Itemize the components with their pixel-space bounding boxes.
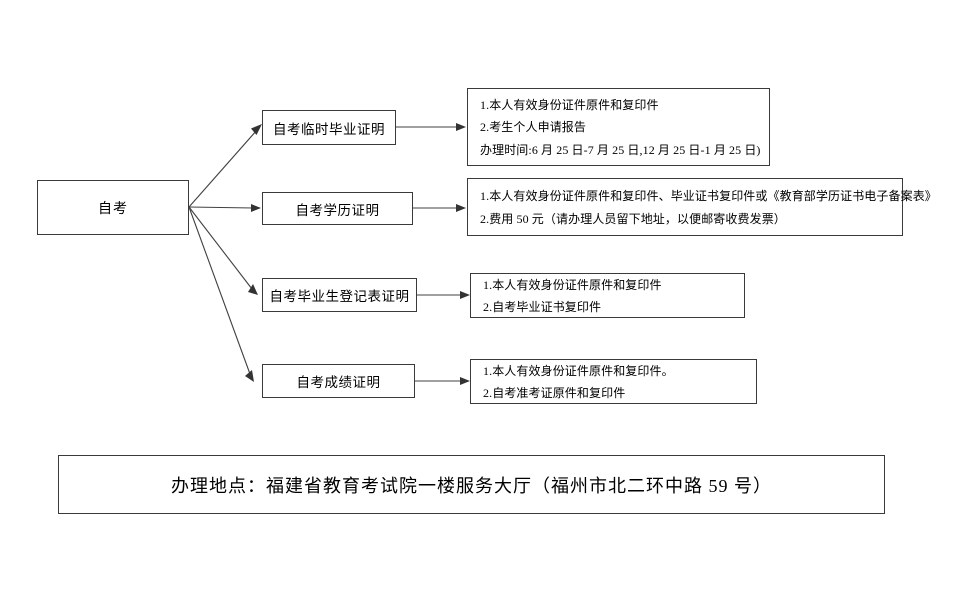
- footer-text: 办理地点：福建省教育考试院一楼服务大厅（福州市北二环中路 59 号）: [171, 475, 772, 496]
- detail-line: 办理时间:6 月 25 日-7 月 25 日,12 月 25 日-1 月 25 …: [480, 142, 761, 157]
- detail-arrowhead-2: [456, 204, 466, 212]
- branch-label-4-text: 自考成绩证明: [296, 375, 381, 390]
- branch-label-1[interactable]: 自考临时毕业证明: [262, 110, 396, 145]
- detail-line: 2.自考准考证原件和复印件: [483, 386, 626, 400]
- branch-label-2[interactable]: 自考学历证明: [262, 192, 413, 225]
- fanout-line-1: [188, 129, 258, 208]
- detail-line: 2.费用 50 元（请办理人员留下地址，以便邮寄收费发票）: [480, 211, 786, 226]
- branch-detail-1: 1.本人有效身份证件原件和复印件 2.考生个人申请报告 办理时间:6 月 25 …: [467, 88, 770, 166]
- branch-label-3[interactable]: 自考毕业生登记表证明: [262, 278, 417, 312]
- root-node[interactable]: 自考: [37, 180, 189, 235]
- fanout-line-4: [188, 206, 251, 375]
- detail-line: 2.考生个人申请报告: [480, 120, 587, 135]
- fanout-arrowhead-2: [251, 204, 261, 212]
- detail-arrowhead-3: [460, 291, 470, 299]
- branch-label-4[interactable]: 自考成绩证明: [262, 364, 415, 398]
- branch-detail-4: 1.本人有效身份证件原件和复印件。 2.自考准考证原件和复印件: [470, 359, 757, 404]
- branch-label-1-text: 自考临时毕业证明: [273, 121, 385, 137]
- footer-box: 办理地点：福建省教育考试院一楼服务大厅（福州市北二环中路 59 号）: [58, 455, 885, 514]
- branch-detail-3: 1.本人有效身份证件原件和复印件 2.自考毕业证书复印件: [470, 273, 745, 318]
- fanout-arrowhead-4: [245, 370, 254, 382]
- fanout-arrowhead-1: [251, 124, 262, 135]
- detail-arrows: [396, 123, 470, 385]
- branch-detail-2: 1.本人有效身份证件原件和复印件、毕业证书复印件或《教育部学历证书电子备案表》 …: [467, 178, 937, 236]
- detail-line: 1.本人有效身份证件原件和复印件: [480, 98, 659, 113]
- branch-label-3-text: 自考毕业生登记表证明: [269, 289, 410, 304]
- detail-line: 1.本人有效身份证件原件和复印件。: [483, 363, 674, 378]
- detail-line: 2.自考毕业证书复印件: [483, 300, 602, 314]
- fanout-arrowhead-3: [248, 284, 258, 295]
- detail-line: 1.本人有效身份证件原件和复印件、毕业证书复印件或《教育部学历证书电子备案表》: [480, 189, 937, 204]
- root-node-label: 自考: [98, 201, 128, 217]
- branch-label-2-text: 自考学历证明: [295, 202, 380, 218]
- detail-arrowhead-1: [456, 123, 466, 131]
- fanout-line-2: [188, 206, 254, 209]
- detail-line: 1.本人有效身份证件原件和复印件: [483, 277, 662, 292]
- detail-arrowhead-4: [460, 377, 470, 385]
- fanout-line-3: [188, 206, 253, 290]
- fanout-arrows: [188, 124, 262, 382]
